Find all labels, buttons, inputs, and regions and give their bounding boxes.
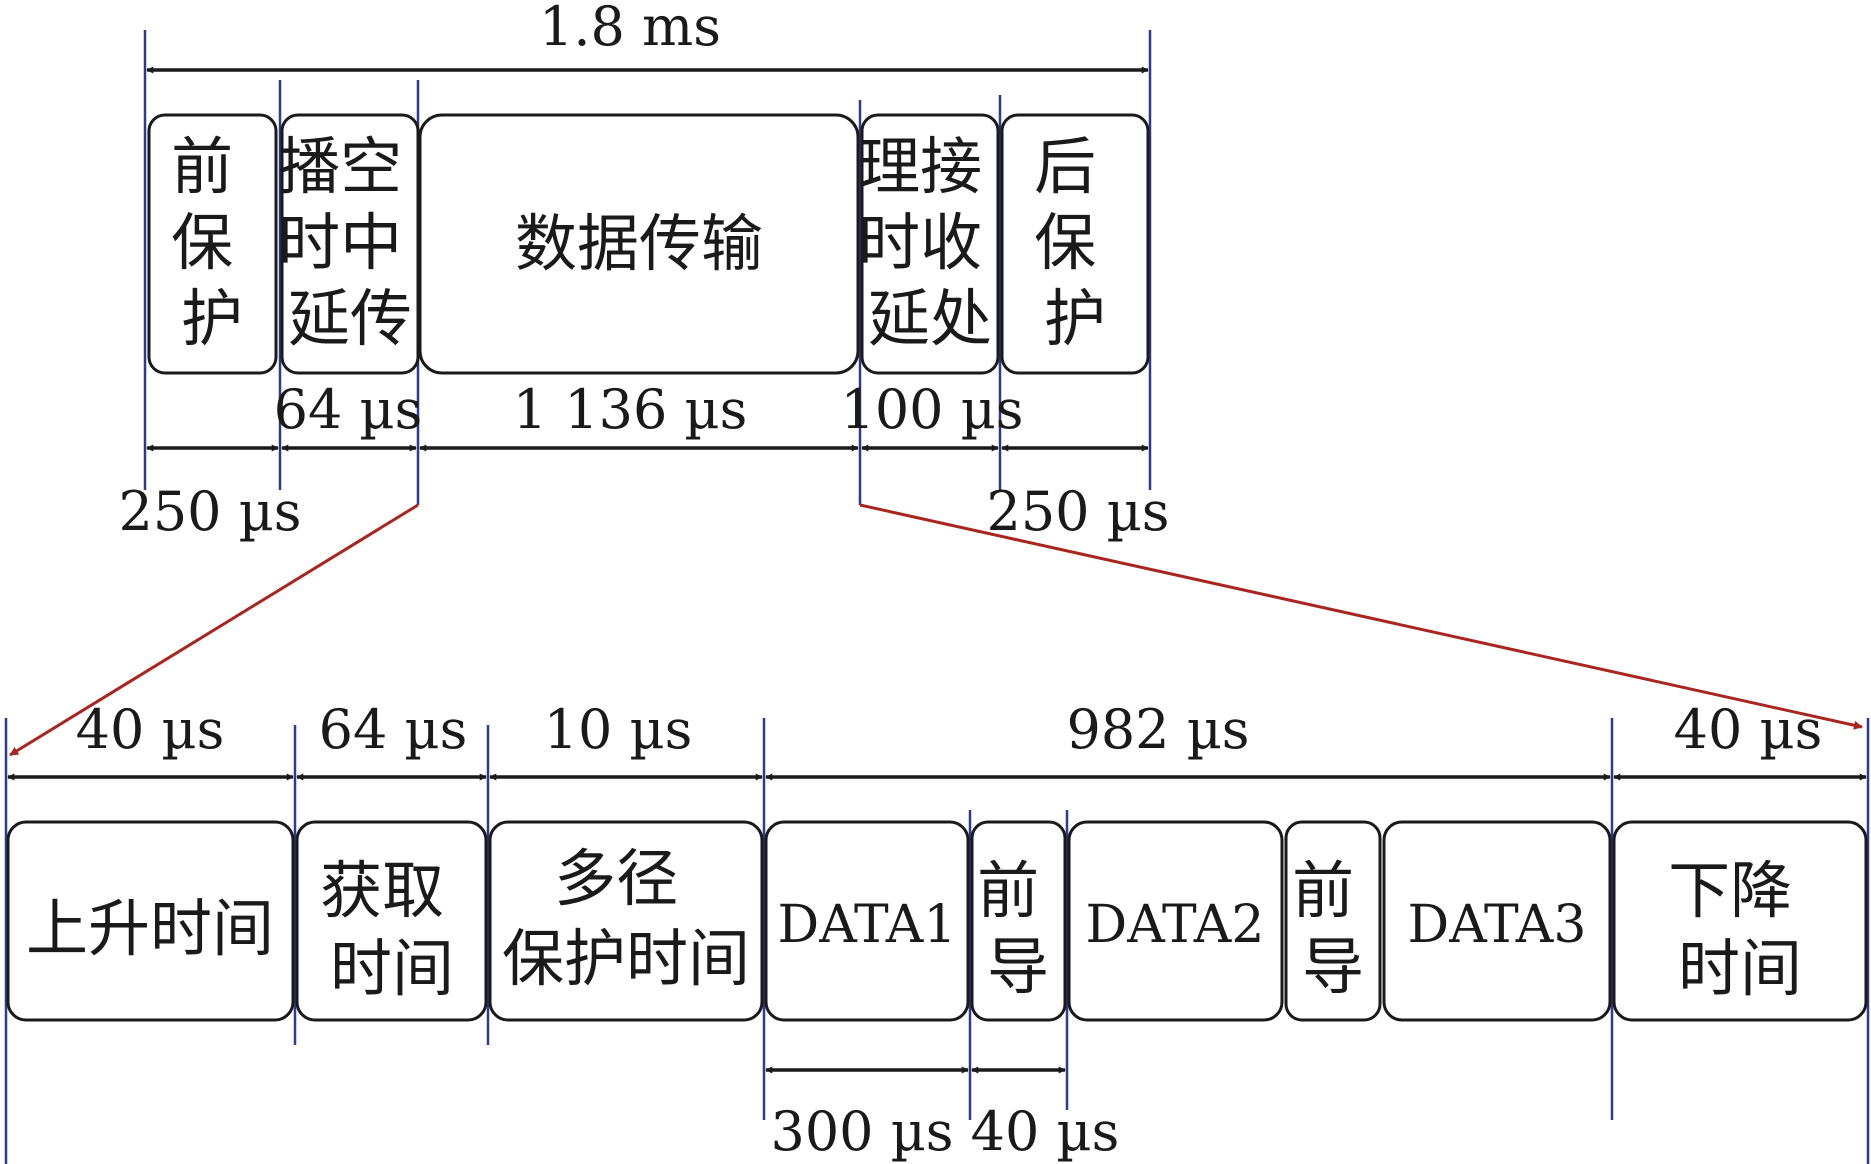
zoom-indicator — [9, 503, 1863, 757]
preamble1-label: 前 导 — [977, 854, 1059, 1003]
multipath-guard-duration: 10 µs — [544, 698, 693, 761]
rear-guard-label: 后 保 护 — [1034, 130, 1116, 355]
fall-time-box — [1612, 820, 1868, 1022]
data2-box — [1067, 820, 1284, 1022]
front-guard-box — [147, 113, 278, 375]
rear-guard-duration: 250 µs — [986, 480, 1169, 543]
zoom-arrow-left — [9, 503, 419, 757]
front-guard-label: 前 保 护 — [171, 130, 253, 355]
processing-delay-label: 理接 时收 延处 — [858, 130, 1002, 355]
fall-time-label: 下降 时间 — [1668, 854, 1812, 1005]
rise-time-duration: 40 µs — [76, 698, 225, 761]
preamble1-box — [970, 820, 1067, 1022]
propagation-delay-label: 播空 时中 延传 — [278, 130, 422, 355]
fall-time-duration: 40 µs — [1674, 698, 1823, 761]
data1-label: DATA1 — [778, 895, 957, 955]
data-span-duration: 982 µs — [1066, 698, 1249, 761]
front-guard-duration: 250 µs — [118, 480, 301, 543]
data3-box — [1382, 820, 1612, 1022]
processing-delay-box — [860, 113, 1000, 375]
zoom-arrow-right — [859, 503, 1863, 730]
acquisition-time-duration: 64 µs — [319, 698, 468, 761]
multipath-guard-box — [488, 820, 764, 1022]
data-transfer-duration: 1 136 µs — [513, 378, 748, 441]
preamble2-box — [1284, 820, 1382, 1022]
propagation-delay-duration: 64 µs — [274, 378, 423, 441]
rise-time-label: 上升时间 — [26, 892, 274, 965]
data-transfer-box — [418, 113, 860, 375]
total-duration-label: 1.8 ms — [539, 0, 721, 58]
data3-label: DATA3 — [1408, 895, 1587, 955]
data2-label: DATA2 — [1086, 895, 1265, 955]
propagation-delay-box — [280, 113, 420, 375]
acquisition-time-box — [295, 820, 488, 1022]
rise-time-box — [6, 820, 295, 1022]
processing-delay-duration: 100 µs — [840, 378, 1023, 441]
acquisition-time-label: 获取 时间 — [320, 854, 464, 1005]
rear-guard-box — [1000, 113, 1150, 375]
bottom-frame: 40 µs 64 µs 10 µs 982 µs 40 µs 上升时间 获取 时… — [4, 698, 1870, 1164]
top-frame: 1.8 ms 前 保 护 播空 时中 延传 数据传输 理接 时收 延处 后 保 — [118, 0, 1169, 543]
data-block-duration: 300 µs — [770, 1100, 953, 1163]
data-transfer-label: 数据传输 — [515, 207, 763, 280]
preamble2-label: 前 导 — [1292, 854, 1374, 1003]
preamble-duration: 40 µs — [971, 1100, 1120, 1163]
multipath-guard-label: 多径 保护时间 — [502, 842, 750, 995]
data1-box — [764, 820, 970, 1022]
